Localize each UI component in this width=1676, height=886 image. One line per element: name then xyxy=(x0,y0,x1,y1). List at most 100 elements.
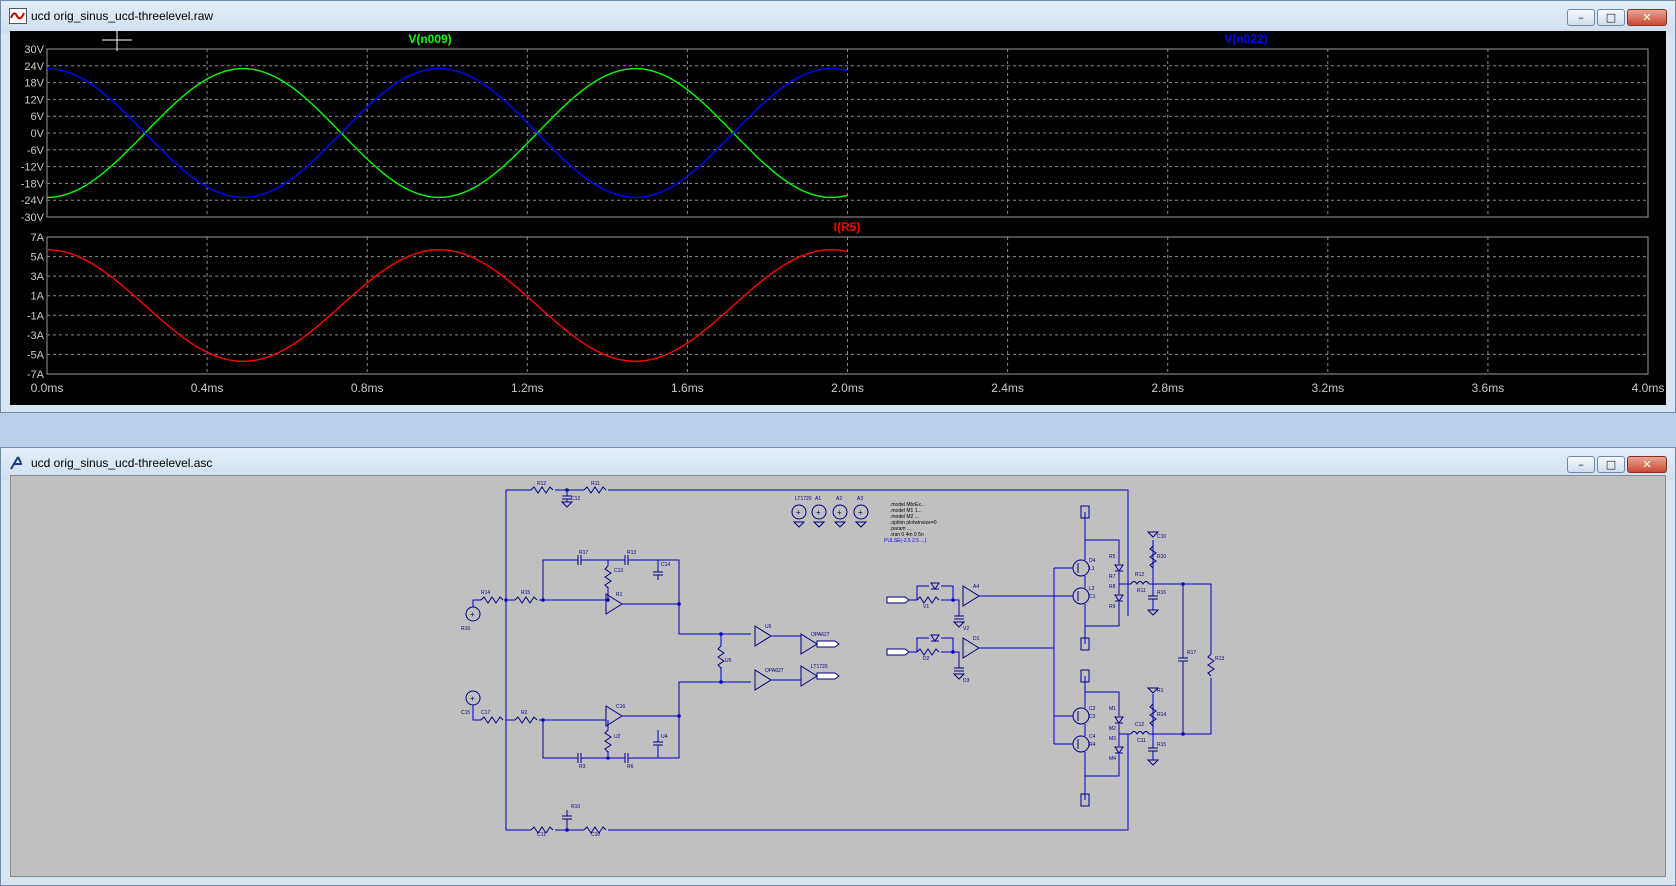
maximize-button[interactable]: □ xyxy=(1597,9,1625,26)
resistor-symbol xyxy=(1207,653,1215,677)
component-label: M3 xyxy=(1109,736,1116,742)
ground-symbol xyxy=(792,521,806,528)
net-label-flag xyxy=(886,596,910,604)
wire xyxy=(1153,583,1212,654)
y-tick-label: -5A xyxy=(27,349,45,361)
component-label: C10 xyxy=(591,832,600,838)
resistor-symbol xyxy=(1149,545,1157,569)
mosfet-symbol xyxy=(1072,559,1090,577)
source-polarity: + xyxy=(837,508,842,517)
opamp-symbol xyxy=(605,705,623,727)
component-label: LT1720 xyxy=(811,664,828,670)
component-label: C10 xyxy=(1157,534,1166,540)
ground-symbol xyxy=(1146,759,1160,766)
close-button[interactable]: ✕ xyxy=(1627,456,1667,473)
opamp-symbol xyxy=(800,665,818,687)
y-tick-label: -24V xyxy=(21,195,45,207)
source-polarity: + xyxy=(816,508,821,517)
y-tick-label: 24V xyxy=(24,61,44,73)
component-label: R13 xyxy=(1215,656,1224,662)
component-label: R11 xyxy=(1137,588,1146,594)
y-tick-label: 5A xyxy=(31,252,45,264)
wire xyxy=(505,490,531,831)
mosfet-symbol xyxy=(1072,735,1090,753)
trace-ir5 xyxy=(46,248,848,363)
component-label: M2 xyxy=(1109,726,1116,732)
close-button[interactable]: ✕ xyxy=(1627,9,1667,26)
ground-symbol xyxy=(952,621,966,628)
y-tick-label: 6V xyxy=(31,111,45,123)
wire xyxy=(628,716,680,759)
x-tick-label: 0.4ms xyxy=(191,381,224,395)
series-title: V(n022) xyxy=(1224,32,1267,46)
x-tick-label: 1.6ms xyxy=(671,381,704,395)
waveform-plot[interactable]: 30V24V18V12V6V0V-6V-12V-18V-24V-30VV(n00… xyxy=(10,31,1668,405)
close-icon: ✕ xyxy=(1642,11,1652,24)
component-label: R15 xyxy=(1157,742,1166,748)
minimize-button[interactable]: – xyxy=(1567,456,1595,473)
wire xyxy=(916,585,929,600)
component-label: R17 xyxy=(579,550,588,556)
resistor-symbol xyxy=(480,716,504,724)
minimize-button[interactable]: – xyxy=(1567,9,1595,26)
component-label: U6 xyxy=(765,624,772,630)
y-tick-label: 0V xyxy=(31,128,45,140)
diode-symbol xyxy=(1114,746,1124,754)
spice-directive: .model MbrEx... xyxy=(890,502,925,508)
resistor-symbol xyxy=(604,729,612,753)
wire xyxy=(542,720,578,759)
schematic-titlebar[interactable]: ucd orig_sinus_ucd-threelevel.asc –□ ✕ xyxy=(1,448,1675,480)
waveform-window-controls: –□ ✕ xyxy=(1565,9,1667,27)
opamp-symbol xyxy=(754,669,772,691)
junction-dot xyxy=(504,598,508,602)
mosfet-symbol xyxy=(1072,587,1090,605)
maximize-icon: □ xyxy=(1605,458,1617,471)
wire xyxy=(678,681,751,716)
resistor-symbol xyxy=(604,565,612,589)
component-label: D1 xyxy=(973,636,980,642)
series-title: I(R5) xyxy=(834,220,861,234)
component-label: R10 xyxy=(1157,554,1166,560)
component-label: C15 xyxy=(461,710,470,716)
x-tick-label: 2.0ms xyxy=(831,381,864,395)
wire xyxy=(941,637,954,652)
component-label: R10 xyxy=(571,804,580,810)
x-tick-label: 2.8ms xyxy=(1151,381,1184,395)
y-tick-label: -12V xyxy=(21,162,45,174)
component-label: R12 xyxy=(1135,572,1144,578)
waveform-titlebar[interactable]: ucd orig_sinus_ucd-threelevel.raw –□✕ xyxy=(1,1,1675,33)
component-label: C14 xyxy=(661,562,670,568)
ltspice-schematic-icon xyxy=(10,456,22,470)
diode-symbol xyxy=(1114,594,1124,602)
supply-rail-flag xyxy=(1080,793,1090,807)
junction-dot xyxy=(565,828,569,832)
opamp-symbol xyxy=(800,633,818,655)
resistor-symbol xyxy=(916,648,940,656)
component-label: R6 xyxy=(627,764,634,770)
component-label: R1 xyxy=(1157,688,1164,694)
supply-rail-flag xyxy=(1080,637,1090,651)
diode-symbol xyxy=(930,634,940,642)
diode-symbol xyxy=(1114,716,1124,724)
component-label: R11 xyxy=(591,481,600,487)
y-tick-label: -6V xyxy=(27,145,45,157)
component-label: A2 xyxy=(836,496,842,502)
component-label: R5 xyxy=(1109,554,1116,560)
component-label: R4 xyxy=(1089,742,1096,748)
opamp-symbol xyxy=(962,637,980,659)
x-tick-label: 0.8ms xyxy=(351,381,384,395)
schematic-window-title: ucd orig_sinus_ucd-threelevel.asc xyxy=(31,456,213,470)
junction-dot xyxy=(606,756,610,760)
maximize-button[interactable]: □ xyxy=(1597,456,1625,473)
component-label: OPA627 xyxy=(765,668,784,674)
component-label: R16 xyxy=(1157,590,1166,596)
voltage-source-symbol xyxy=(811,504,827,520)
resistor-symbol xyxy=(514,716,538,724)
ground-symbol xyxy=(833,521,847,528)
resistor-symbol xyxy=(583,486,607,494)
component-label: OPA627 xyxy=(811,632,830,638)
resistor-symbol xyxy=(1149,703,1157,727)
